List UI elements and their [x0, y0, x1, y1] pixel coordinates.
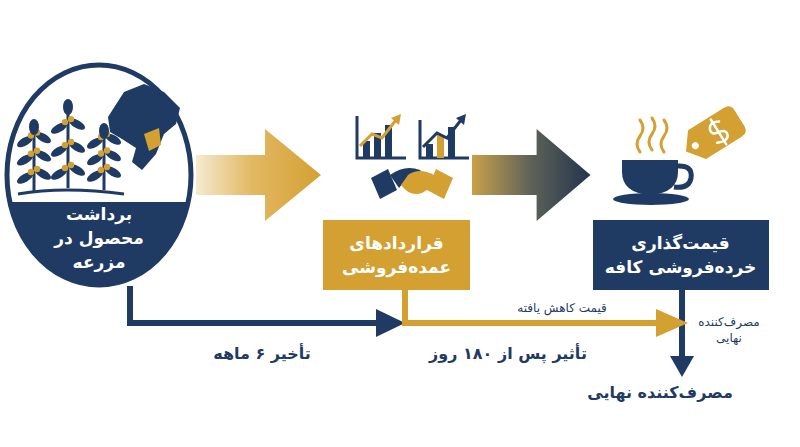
- consumer-label: مصرف‌کننده نهایی: [587, 382, 733, 404]
- harvest-circle-outline-part: [104, 147, 110, 153]
- consumer-label: مصرف‌کننده نهایی: [694, 314, 764, 346]
- coffee-cup-icon-part: [637, 120, 643, 152]
- harvest-circle-outline-part: [29, 119, 39, 135]
- chart-icon: [420, 114, 469, 158]
- chart-icon-part: [456, 114, 466, 125]
- price-tag-icon-part: [705, 116, 732, 148]
- delay-line-part: [376, 309, 405, 337]
- harvest-circle: برداشت محصول در مزرعه: [4, 62, 194, 288]
- coffee-cup-icon-part: [622, 160, 678, 195]
- node-text: برداشت محصول در مزرعه: [33, 202, 165, 274]
- harvest-circle-outline-part: [103, 148, 123, 164]
- label-holder: قیمت کاهش یافته: [492, 300, 632, 316]
- delay-note: تأخیر ۶ ماهه: [213, 343, 311, 365]
- harvest-circle-outline-part: [103, 164, 123, 180]
- node-text: قیمت‌گذاری خرده‌فروشی کافه: [602, 231, 760, 279]
- price-tag-icon: [677, 104, 748, 166]
- label-holder: مصرف‌کننده نهایی: [694, 314, 764, 346]
- harvest-circle-outline-part: [62, 119, 68, 125]
- harvest-circle-outline-part: [99, 123, 109, 139]
- box-panel: قیمت‌گذاری خرده‌فروشی کافه: [593, 220, 769, 290]
- harvest-circle-outline-part: [98, 150, 104, 156]
- delay-line-part: [130, 286, 378, 323]
- price-line-part: [656, 309, 688, 337]
- harvest-circle-outline-part: [4, 202, 194, 288]
- harvest-circle-outline-part: [144, 128, 161, 151]
- harvest-circle-outline-part: [62, 142, 68, 148]
- effect-note: تأثیر پس از ۱۸۰ روز: [429, 343, 587, 365]
- chart-icon-part: [360, 120, 396, 146]
- harvest-circle-outline-part: [67, 116, 87, 132]
- consumer-arrow: [670, 290, 694, 377]
- harvest-circle-outline-part: [33, 166, 53, 182]
- harvest-circle-outline-part: [98, 167, 104, 173]
- harvest-circle-outline-part: [28, 151, 34, 157]
- coffee-cup-icon-part: [649, 118, 655, 150]
- harvest-circle-outline-part: [68, 139, 74, 145]
- label-holder: مصرف‌کننده نهایی: [570, 382, 750, 404]
- coffee-cup-icon: [613, 118, 691, 205]
- harvest-circle-outline-part: [7, 65, 191, 285]
- coffee-cup-icon-part: [613, 193, 689, 205]
- flow-arrow: [196, 129, 321, 221]
- harvest-circle-outline-part: [108, 84, 180, 170]
- consumer-arrow-part: [670, 356, 694, 377]
- node-text: قراردادهای عمده‌فروشی: [334, 231, 460, 279]
- price-tag-icon-part: [677, 104, 748, 166]
- harvest-circle-outline-part: [67, 162, 87, 178]
- price-line: [405, 290, 688, 337]
- chart-icon-part: [437, 135, 444, 158]
- harvest-circle-outline-part: [68, 162, 74, 168]
- wholesale-box: قراردادهای عمده‌فروشی: [323, 105, 470, 290]
- harvest-circle-outline-part: [34, 148, 40, 154]
- price-tag-icon-part: [691, 141, 701, 151]
- flow-arrow: [472, 129, 591, 221]
- label-holder: تأثیر پس از ۱۸۰ روز: [398, 343, 618, 365]
- price-line-part: [405, 290, 658, 323]
- chart-icon-part: [420, 120, 469, 158]
- harvest-circle-outline-part: [67, 139, 87, 155]
- chart-icon-part: [423, 120, 461, 147]
- circle-label-area: برداشت محصول در مزرعه: [24, 208, 174, 268]
- harvest-circle-outline-part: [104, 164, 110, 170]
- chart-icon: [357, 114, 406, 158]
- harvest-circle-outline-part: [34, 166, 40, 172]
- coffee-cup-icon-part: [674, 166, 691, 187]
- harvest-circle-outline-part-part: [4, 202, 194, 288]
- line-label: قیمت کاهش یافته: [517, 300, 607, 316]
- harvest-circle-outline-part: [68, 116, 74, 122]
- harvest-circle-outline-part: [33, 130, 36, 192]
- box-panel: قراردادهای عمده‌فروشی: [323, 220, 470, 290]
- harvest-circle-outline-part: [33, 148, 53, 164]
- harvest-circle-outline-part: [103, 134, 106, 190]
- chart-icon-part: [426, 144, 433, 158]
- harvest-circle-outline-part: [7, 65, 191, 285]
- handshake-icon: [371, 168, 453, 199]
- coffee-cup-icon-part: [661, 120, 667, 152]
- harvest-circle-outline-part: [28, 169, 34, 175]
- label-holder: تأخیر ۶ ماهه: [177, 343, 347, 365]
- retail-box: قیمت‌گذاری خرده‌فروشی کافه: [593, 105, 769, 290]
- chart-icon-part: [391, 114, 401, 125]
- handshake-icon-part: [401, 171, 434, 194]
- harvest-circle-outline-part: [62, 165, 68, 171]
- delay-line: [130, 286, 405, 337]
- harvest-circle-outline-part: [63, 99, 73, 115]
